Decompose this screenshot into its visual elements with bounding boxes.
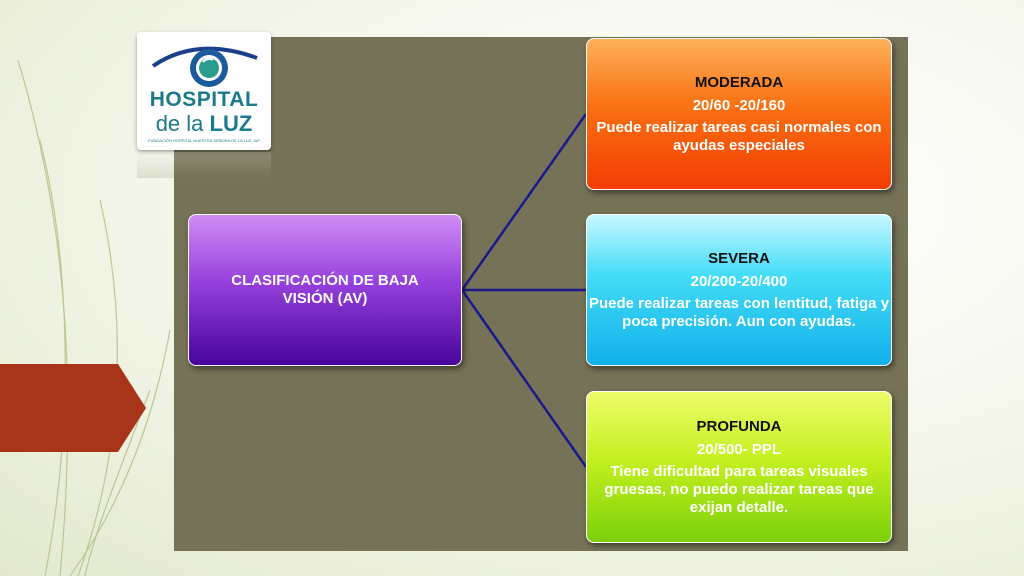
category-description: Puede realizar tareas casi normales con …	[596, 119, 882, 154]
hospital-logo: HOSPITAL de la LUZ FUNDACIÓN HOSPITAL NU…	[137, 32, 271, 150]
category-box-severa: SEVERA 20/200-20/400 Puede realizar tare…	[586, 214, 892, 366]
center-label: CLASIFICACIÓN DE BAJA VISIÓN (AV)	[231, 272, 419, 307]
logo-fine-print: FUNDACIÓN HOSPITAL NUESTRA SEÑORA DE LA …	[148, 138, 260, 143]
category-title: PROFUNDA	[696, 418, 782, 435]
logo-hospital-text: HOSPITAL	[149, 88, 259, 111]
connector-profunda	[460, 289, 588, 468]
category-description: Puede realizar tareas con lentitud, fati…	[588, 295, 890, 330]
eye-logo-icon	[151, 46, 258, 87]
logo-reflection	[137, 152, 271, 178]
category-title: MODERADA	[694, 74, 784, 91]
category-title: SEVERA	[708, 250, 770, 267]
category-box-profunda: PROFUNDA 20/500- PPL Tiene dificultad pa…	[586, 391, 892, 543]
connector-moderada	[460, 113, 588, 291]
arrow-tab-decoration	[0, 364, 146, 452]
logo-de-la-luz-text: de la LUZ	[155, 111, 253, 136]
category-box-moderada: MODERADA 20/60 -20/160 Puede realizar ta…	[586, 38, 892, 190]
classification-center-box: CLASIFICACIÓN DE BAJA VISIÓN (AV)	[188, 214, 462, 366]
category-description: Tiene dificultad para tareas visuales gr…	[604, 463, 874, 516]
category-range: 20/60 -20/160	[692, 97, 786, 114]
category-range: 20/200-20/400	[690, 273, 788, 290]
category-range: 20/500- PPL	[696, 441, 782, 458]
